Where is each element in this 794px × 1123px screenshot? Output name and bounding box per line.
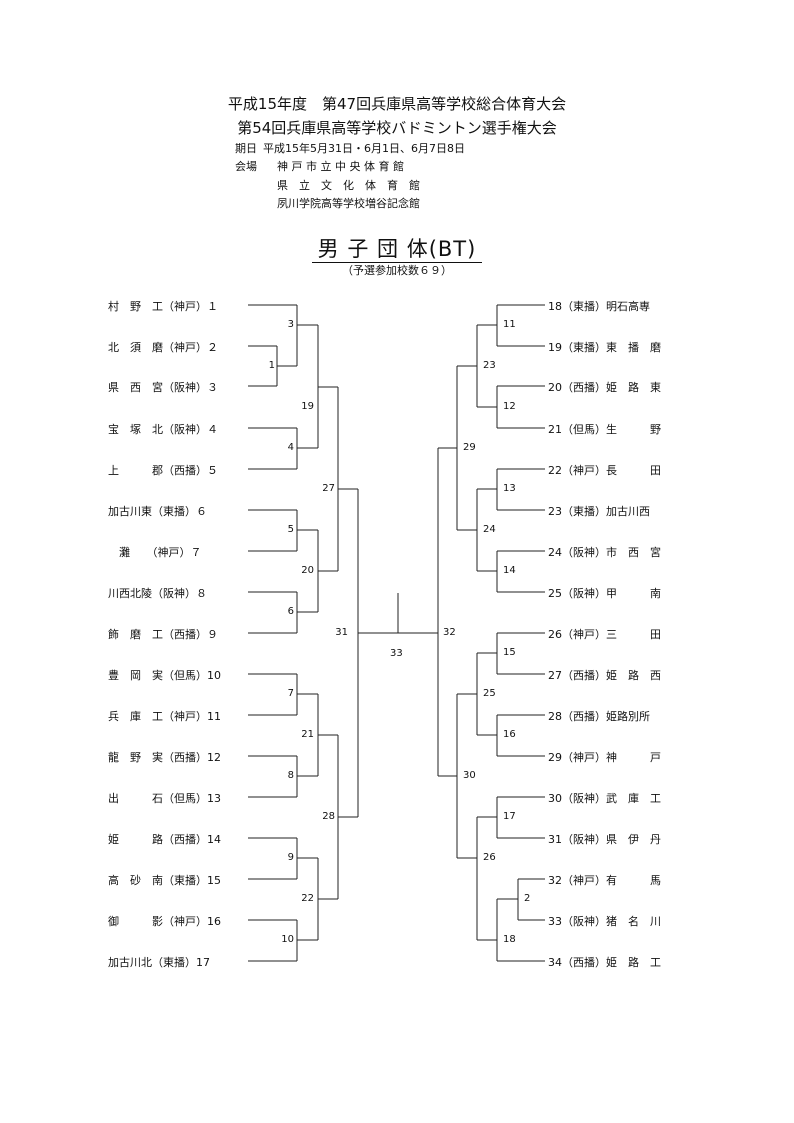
team-entry-27: 27（西播）姫 路 西 [548,669,661,682]
venue-2: 県 立 文 化 体 育 館 [277,179,420,192]
match-number-17: 17 [503,811,516,822]
team-entry-31: 31（阪神）県 伊 丹 [548,833,661,846]
match-number-8: 8 [287,770,294,781]
team-entry-26: 26（神戸）三 田 [548,628,661,641]
match-number-26: 26 [483,852,496,863]
match-number-22: 22 [301,893,314,904]
event-title-text: 男 子 団 体(BT) [311,237,483,263]
match-number-14: 14 [503,565,516,576]
team-entry-29: 29（神戸）神 戸 [548,751,661,764]
match-number-18: 18 [503,934,516,945]
tournament-title: 平成15年度 第47回兵庫県高等学校総合体育大会 [227,95,567,113]
final-bracket [358,593,438,634]
team-entry-32: 32（神戸）有 馬 [548,874,661,887]
team-entry-20: 20（西播）姫 路 東 [548,381,661,394]
team-entry-23: 23（東播）加古川西 [548,505,650,518]
match-number-9: 9 [287,852,294,863]
period-value: 平成15年5月31日・6月1日、6月7日8日 [263,142,465,155]
team-entry-1: 村 野 工（神戸）１ [108,300,218,313]
match-number-29: 29 [463,442,476,453]
match-number-31: 31 [335,627,348,638]
match-number-28: 28 [322,811,335,822]
team-entry-3: 県 西 宮（阪神）３ [108,381,218,394]
team-entry-5: 上 郡（西播）５ [108,464,218,477]
match-number-7: 7 [287,688,294,699]
match-number-30: 30 [463,770,476,781]
team-entry-9: 飾 磨 工（西播）９ [108,628,218,641]
match-number-3: 3 [287,319,294,330]
match-number-5: 5 [287,524,294,535]
match-number-23: 23 [483,360,496,371]
team-entry-8: 川西北陵（阪神）８ [108,587,207,600]
match-number-6: 6 [287,606,294,617]
match-number-13: 13 [503,483,516,494]
team-entry-6: 加古川東（東播）６ [108,505,207,518]
team-entry-24: 24（阪神）市 西 宮 [548,546,661,559]
event-title: 男 子 団 体(BT) [0,233,794,263]
match-number-33: 33 [390,648,403,659]
period-label: 期日 [235,142,257,155]
team-entry-2: 北 須 磨（神戸）２ [108,341,218,354]
team-entry-18: 18（東播）明石高専 [548,300,650,313]
venue-1: 神 戸 市 立 中 央 体 育 館 [277,160,404,173]
team-entry-15: 高 砂 南（東播）15 [108,874,221,887]
left-bracket [248,304,359,962]
venue-3: 夙川学院高等学校増谷記念館 [277,197,420,210]
team-entry-19: 19（東播）東 播 磨 [548,341,661,354]
team-entry-16: 御 影（神戸）16 [108,915,221,928]
right-bracket [437,304,545,962]
match-number-12: 12 [503,401,516,412]
team-entry-10: 豊 岡 実（但馬）10 [108,669,221,682]
team-entry-30: 30（阪神）武 庫 工 [548,792,661,805]
match-number-20: 20 [301,565,314,576]
team-entry-7: 灘 （神戸）７ [108,546,202,559]
match-number-1: 1 [268,360,275,371]
match-number-2: 2 [524,893,531,904]
match-number-15: 15 [503,647,516,658]
match-number-25: 25 [483,688,496,699]
team-entry-21: 21（但馬）生 野 [548,423,661,436]
team-entry-17: 加古川北（東播）17 [108,956,210,969]
team-entry-25: 25（阪神）甲 南 [548,587,661,600]
team-entry-28: 28（西播）姫路別所 [548,710,650,723]
team-entry-11: 兵 庫 工（神戸）11 [108,710,221,723]
match-number-21: 21 [301,729,314,740]
team-entry-33: 33（阪神）猪 名 川 [548,915,661,928]
championship-title: 第54回兵庫県高等学校バドミントン選手権大会 [237,119,557,137]
match-number-11: 11 [503,319,516,330]
team-entry-4: 宝 塚 北（阪神）４ [108,423,218,436]
match-number-10: 10 [281,934,294,945]
match-number-24: 24 [483,524,496,535]
team-entry-12: 龍 野 実（西播）12 [108,751,221,764]
team-entry-14: 姫 路（西播）14 [108,833,221,846]
match-number-4: 4 [287,442,294,453]
venue-label: 会場 [235,160,257,173]
team-entry-13: 出 石（但馬）13 [108,792,221,805]
team-entry-22: 22（神戸）長 田 [548,464,661,477]
event-subtitle: （予選参加校数６９） [342,264,452,277]
match-number-32: 32 [443,627,456,638]
match-number-27: 27 [322,483,335,494]
team-entry-34: 34（西播）姫 路 工 [548,956,661,969]
match-number-16: 16 [503,729,516,740]
match-number-19: 19 [301,401,314,412]
